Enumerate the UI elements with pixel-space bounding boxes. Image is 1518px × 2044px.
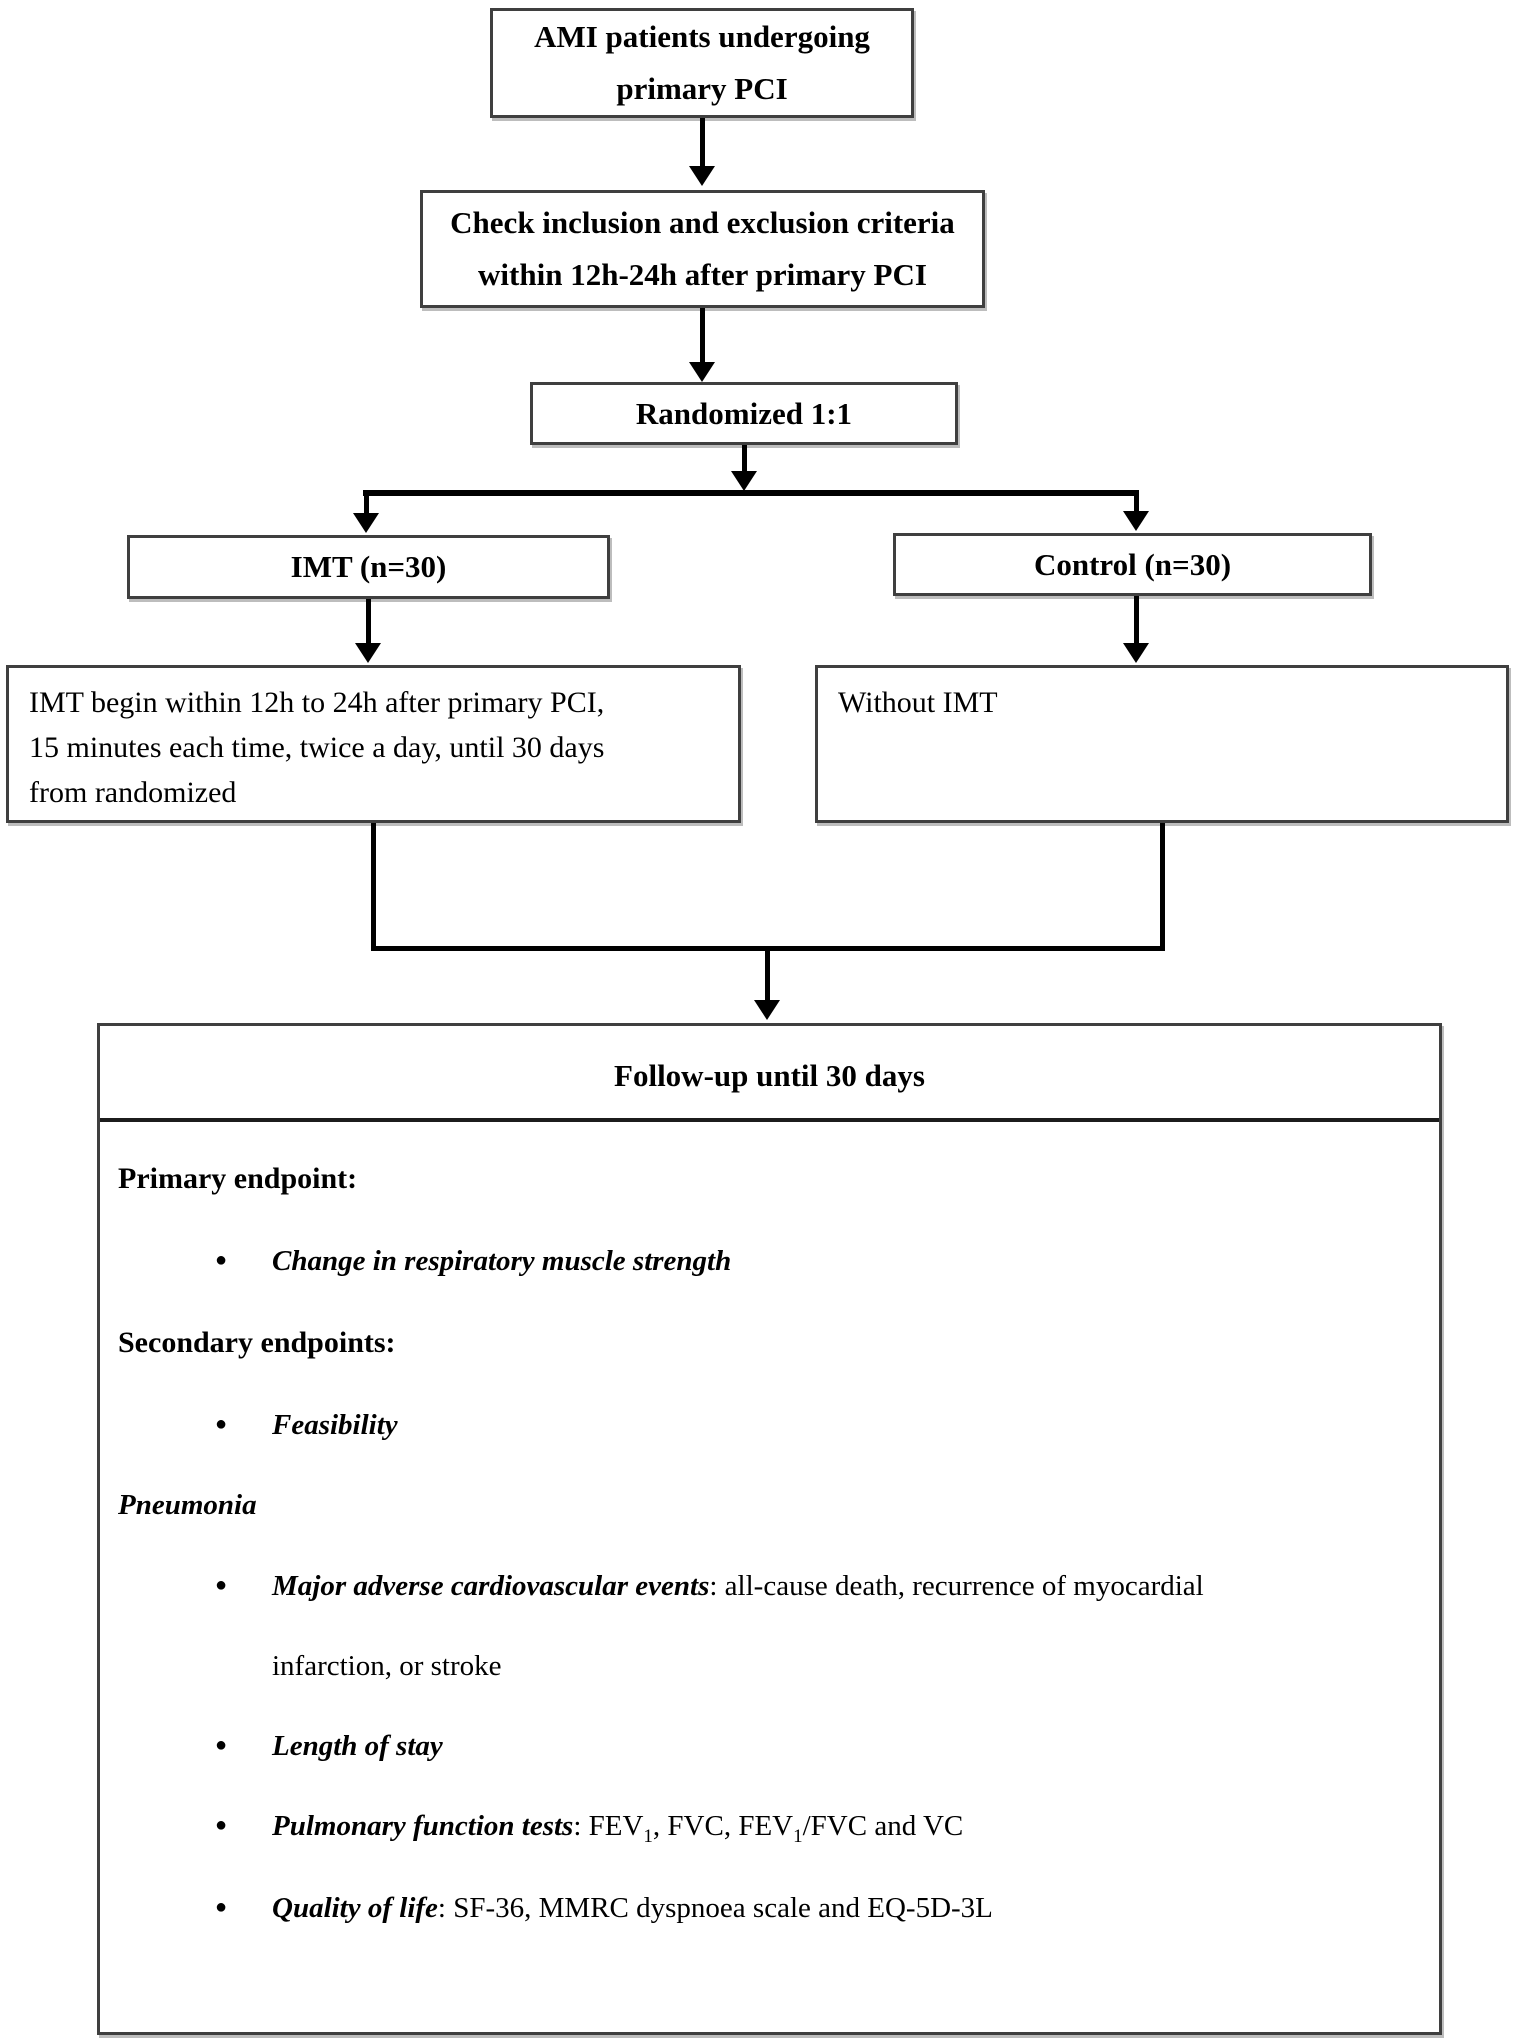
- imt-detail-line1: IMT begin within 12h to 24h after primar…: [29, 686, 605, 719]
- endpoint-item-label: Length of stay: [272, 1730, 443, 1762]
- endpoint-item-quality-of-life: ● Quality of life: SF-36, MMRC dyspnoea …: [100, 1886, 1439, 1930]
- endpoint-item-mace: ● Major adverse cardiovascular events: a…: [100, 1564, 1439, 1608]
- mace-rest: : all-cause death, recurrence of myocard…: [709, 1570, 1204, 1602]
- node-criteria-line2: within 12h-24h after primary PCI: [478, 257, 927, 292]
- connector-line: [1134, 596, 1139, 645]
- pft-part2: , FVC, FEV: [652, 1810, 794, 1842]
- node-followup: Follow-up until 30 days Primary endpoint…: [97, 1023, 1442, 2035]
- connector-line-right: [1160, 823, 1165, 951]
- imt-detail-line3: from randomized: [29, 776, 237, 809]
- connector-line-left: [371, 823, 376, 951]
- endpoint-item-text: Pulmonary function tests: FEV1, FVC, FEV…: [100, 1804, 963, 1859]
- bullet-icon: ●: [215, 1413, 228, 1435]
- split-line: [363, 490, 1139, 496]
- endpoint-item-pneumonia: Pneumonia: [118, 1489, 257, 1521]
- node-control-detail: Without IMT: [815, 665, 1509, 823]
- followup-separator-line: [100, 1118, 1439, 1122]
- bullet-icon: ●: [215, 1574, 228, 1596]
- connector-line: [364, 494, 369, 514]
- node-randomized-label: Randomized 1:1: [635, 395, 853, 431]
- arrowhead-icon: [754, 1000, 780, 1020]
- pft-label: Pulmonary function tests: [272, 1810, 574, 1842]
- arrowhead-icon: [731, 471, 757, 491]
- endpoint-item-text: Quality of life: SF-36, MMRC dyspnoea sc…: [100, 1886, 993, 1930]
- mace-continuation: infarction, or stroke: [272, 1650, 502, 1682]
- node-ami-line1: AMI patients undergoing: [534, 19, 870, 54]
- node-control-label: Control (n=30): [1033, 546, 1232, 582]
- arrowhead-icon: [689, 362, 715, 382]
- arrowhead-icon: [689, 166, 715, 186]
- control-detail-label: Without IMT: [838, 686, 998, 719]
- qol-rest: : SF-36, MMRC dyspnoea scale and EQ-5D-3…: [437, 1892, 993, 1924]
- node-imt-arm: IMT (n=30): [127, 535, 610, 599]
- bullet-icon: ●: [215, 1896, 228, 1918]
- node-criteria-line1: Check inclusion and exclusion criteria: [450, 205, 955, 240]
- endpoint-item-length-of-stay: ● Length of stay: [100, 1724, 1439, 1768]
- connector-line: [742, 445, 747, 473]
- node-control-arm: Control (n=30): [893, 533, 1372, 596]
- connector-line-down: [765, 951, 770, 1002]
- imt-detail-line2: 15 minutes each time, twice a day, until…: [29, 731, 605, 764]
- arrowhead-icon: [1123, 511, 1149, 531]
- connector-line: [366, 599, 371, 645]
- converge-line: [371, 946, 1165, 951]
- arrowhead-icon: [1123, 643, 1149, 663]
- node-randomized: Randomized 1:1: [530, 382, 958, 445]
- followup-title: Follow-up until 30 days: [614, 1058, 925, 1093]
- mace-label: Major adverse cardiovascular events: [272, 1570, 710, 1602]
- endpoint-item-respiratory-strength: ● Change in respiratory muscle strength: [100, 1239, 1439, 1283]
- arrowhead-icon: [355, 643, 381, 663]
- primary-endpoint-heading: Primary endpoint:: [118, 1162, 358, 1195]
- node-imt-detail: IMT begin within 12h to 24h after primar…: [6, 665, 741, 823]
- node-criteria-check: Check inclusion and exclusion criteria w…: [420, 190, 985, 308]
- endpoint-item-text: Major adverse cardiovascular events: all…: [100, 1564, 1204, 1608]
- secondary-endpoints-heading: Secondary endpoints:: [118, 1326, 396, 1359]
- endpoint-item-label: Change in respiratory muscle strength: [272, 1245, 732, 1277]
- qol-label: Quality of life: [272, 1892, 438, 1924]
- bullet-icon: ●: [215, 1814, 228, 1836]
- pft-part1: : FEV: [573, 1810, 644, 1842]
- node-ami-line2: primary PCI: [616, 71, 788, 106]
- endpoint-item-label: Feasibility: [272, 1409, 398, 1441]
- pft-subscript1: 1: [643, 1826, 653, 1847]
- node-imt-label: IMT (n=30): [290, 549, 447, 584]
- bullet-icon: ●: [215, 1734, 228, 1756]
- connector-line: [700, 118, 705, 168]
- bullet-icon: ●: [215, 1249, 228, 1271]
- endpoint-item-pulmonary-tests: ● Pulmonary function tests: FEV1, FVC, F…: [100, 1804, 1439, 1848]
- connector-line: [1134, 494, 1139, 512]
- node-ami-patients: AMI patients undergoing primary PCI: [490, 8, 914, 118]
- arrowhead-icon: [353, 513, 379, 533]
- pft-subscript2: 1: [793, 1826, 803, 1847]
- connector-line: [700, 308, 705, 364]
- endpoint-item-feasibility: ● Feasibility: [100, 1403, 1439, 1447]
- pft-part3: /FVC and VC: [802, 1810, 964, 1842]
